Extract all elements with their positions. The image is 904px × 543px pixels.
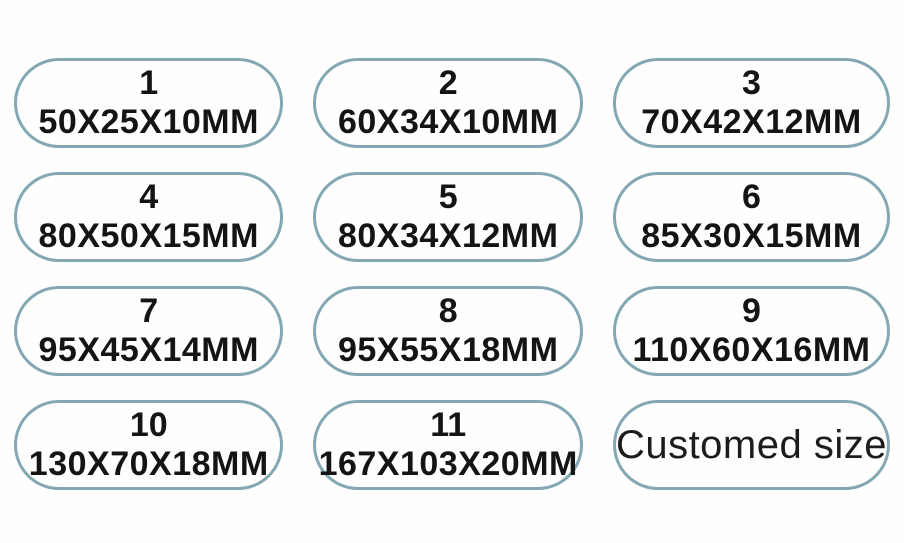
size-option-dimension: 80X50X15MM [38, 217, 259, 255]
size-option-1[interactable]: 1 50X25X10MM [14, 58, 284, 148]
size-option-number: 6 [742, 177, 761, 216]
size-options-grid: 1 50X25X10MM 2 60X34X10MM 3 70X42X12MM 4… [14, 58, 890, 490]
size-option-11[interactable]: 11 167X103X20MM [313, 400, 583, 490]
size-option-5[interactable]: 5 80X34X12MM [313, 172, 583, 262]
size-option-9[interactable]: 9 110X60X16MM [612, 286, 890, 376]
size-option-dimension: 85X30X15MM [641, 217, 862, 255]
size-option-dimension: 60X34X10MM [337, 103, 559, 141]
size-option-8[interactable]: 8 95X55X18MM [313, 286, 583, 376]
size-option-dimension: 50X25X10MM [38, 103, 259, 141]
size-option-3[interactable]: 3 70X42X12MM [612, 58, 890, 148]
size-option-7[interactable]: 7 95X45X14MM [14, 286, 284, 376]
size-option-number: 5 [438, 177, 458, 216]
size-option-dimension: 130X70X18MM [28, 445, 269, 483]
size-option-custom[interactable]: Customed size [612, 400, 890, 490]
size-option-dimension: 95X45X14MM [38, 331, 259, 369]
size-option-number: 9 [742, 291, 761, 330]
size-option-dimension: 70X42X12MM [641, 103, 862, 141]
size-option-dimension: 80X34X12MM [337, 217, 559, 255]
size-option-dimension: 110X60X16MM [632, 331, 871, 369]
size-option-4[interactable]: 4 80X50X15MM [14, 172, 284, 262]
size-option-number: 8 [438, 291, 458, 330]
size-option-number: 4 [139, 177, 159, 216]
size-option-dimension: 167X103X20MM [318, 445, 578, 483]
size-option-number: 7 [139, 291, 159, 330]
size-option-6[interactable]: 6 85X30X15MM [612, 172, 890, 262]
size-option-number: 1 [139, 63, 159, 102]
custom-size-label: Customed size [615, 422, 887, 467]
size-option-10[interactable]: 10 130X70X18MM [14, 400, 284, 490]
size-option-number: 3 [742, 63, 761, 102]
size-option-number: 2 [438, 63, 458, 102]
size-option-dimension: 95X55X18MM [337, 331, 559, 369]
size-option-2[interactable]: 2 60X34X10MM [313, 58, 583, 148]
size-option-number: 11 [430, 405, 467, 444]
size-option-number: 10 [129, 405, 168, 444]
